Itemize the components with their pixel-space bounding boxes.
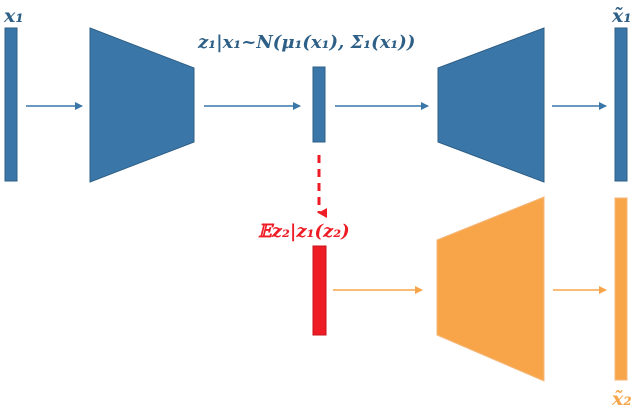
label-latent-distribution: z₁|x₁~N(μ₁(x₁), Σ₁(x₁)) [197, 32, 415, 53]
decoder2-trapezoid [436, 196, 545, 382]
output-x2-hat-bar [614, 197, 628, 381]
expectation-z2-bar [312, 245, 327, 336]
output-x1-hat-bar [614, 27, 628, 182]
label-x1-hat: x̃₁ [611, 5, 632, 27]
decoder-trapezoid [437, 27, 545, 183]
label-expectation: 𝔼z₂|z₁(z₂) [258, 221, 350, 242]
label-x1: x₁ [3, 5, 24, 27]
label-x2-hat: x̃₂ [611, 388, 632, 410]
encoder-trapezoid [89, 27, 195, 183]
input-x1-bar [4, 27, 18, 182]
latent-z1-bar [312, 66, 326, 143]
